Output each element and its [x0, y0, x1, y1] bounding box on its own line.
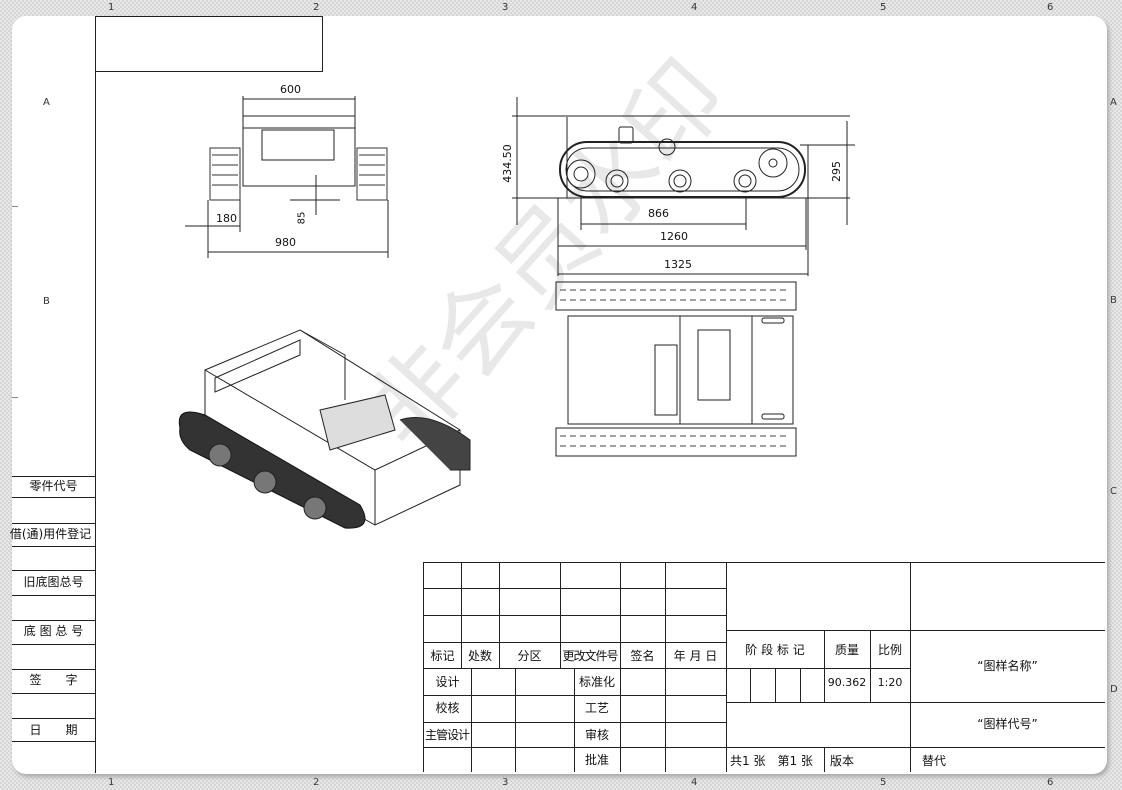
isometric-view	[178, 329, 471, 529]
ruler-col: 1	[108, 777, 115, 788]
ruler-row: B	[43, 296, 50, 307]
ruler-col: 3	[502, 777, 509, 788]
label-version: 版本	[830, 754, 855, 768]
ruler-row: A	[1110, 97, 1117, 108]
dim-front-total: 980	[275, 236, 296, 249]
ruler-col: 5	[880, 777, 887, 788]
label-mass: 质量	[834, 643, 859, 657]
dim-total-length: 1325	[664, 258, 692, 271]
header-signature: 签名	[630, 649, 655, 663]
dim-wheelbase: 866	[648, 207, 669, 220]
header-count: 处数	[467, 649, 492, 663]
header-date: 年 月 日	[673, 649, 718, 663]
dim-front-width: 600	[280, 83, 301, 96]
ruler-col: 5	[880, 2, 887, 13]
front-view	[185, 96, 389, 258]
label-design: 设计	[435, 675, 460, 689]
label-approve: 批准	[584, 753, 609, 767]
ruler-col: 2	[313, 2, 320, 13]
label-stage-mark: 阶 段 标 记	[745, 643, 805, 657]
ruler-col: 3	[502, 2, 509, 13]
label-scale: 比例	[877, 643, 902, 657]
header-mark: 标记	[430, 649, 455, 663]
drawing-code: “图样代号”	[977, 717, 1038, 731]
ruler-col: 1	[108, 2, 115, 13]
label-date: 日 期	[29, 723, 78, 737]
sheet-count: 共1 张 第1 张	[730, 754, 813, 768]
dim-track-length: 1260	[660, 230, 688, 243]
label-signature: 签 字	[29, 673, 78, 687]
dim-clearance: 85	[296, 211, 308, 225]
label-check: 校核	[435, 701, 460, 715]
label-chief-design: 主管设计	[424, 728, 470, 742]
header-change-doc: 更改文件号	[562, 649, 618, 663]
label-old-base-number: 旧底图总号	[23, 575, 84, 589]
label-process: 工艺	[584, 701, 609, 715]
ruler-col: 4	[691, 777, 698, 788]
dim-track-height: 295	[830, 161, 843, 182]
ruler-row: D	[1110, 684, 1118, 695]
label-base-number: 底 图 总 号	[23, 624, 84, 638]
label-replace: 替代	[922, 754, 947, 768]
drawing-name: “图样名称”	[977, 659, 1038, 673]
top-view	[555, 281, 797, 457]
ruler-row: B	[1110, 295, 1117, 306]
ruler-col: 2	[313, 777, 320, 788]
label-part-code: 零件代号	[29, 479, 78, 493]
dim-front-track: 180	[216, 212, 237, 225]
drawing-sheet	[12, 16, 1107, 774]
header-zone: 分区	[517, 649, 542, 663]
side-view	[512, 97, 855, 276]
mass-value: 90.362	[827, 676, 867, 689]
label-review: 审核	[584, 728, 609, 742]
ruler-row: C	[1110, 486, 1117, 497]
label-standardization: 标准化	[578, 675, 615, 689]
dim-side-height: 434.50	[500, 144, 514, 183]
ruler-row: A	[43, 97, 50, 108]
label-borrowed-parts: 借(通)用件登记	[9, 527, 92, 541]
scale-value: 1:20	[877, 676, 903, 689]
ruler-col: 6	[1047, 777, 1054, 788]
ruler-col: 4	[691, 2, 698, 13]
ruler-col: 6	[1047, 2, 1054, 13]
